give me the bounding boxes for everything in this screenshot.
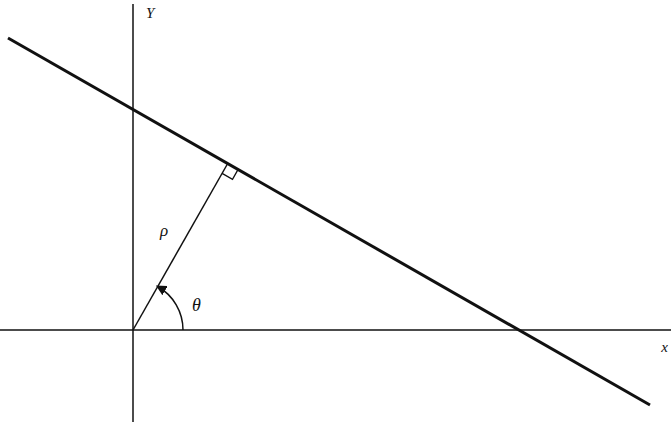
angle-symbol: θ bbox=[192, 296, 201, 314]
straight-line bbox=[8, 38, 650, 405]
angle-arc bbox=[158, 287, 183, 331]
x-axis bbox=[0, 329, 671, 331]
axis-label: Y bbox=[146, 6, 154, 21]
normal-segment bbox=[133, 163, 228, 330]
axis-label: x bbox=[661, 340, 668, 355]
right-angle-mark bbox=[222, 169, 238, 179]
distance-symbol: ρ bbox=[160, 222, 168, 239]
y-axis bbox=[132, 4, 134, 422]
